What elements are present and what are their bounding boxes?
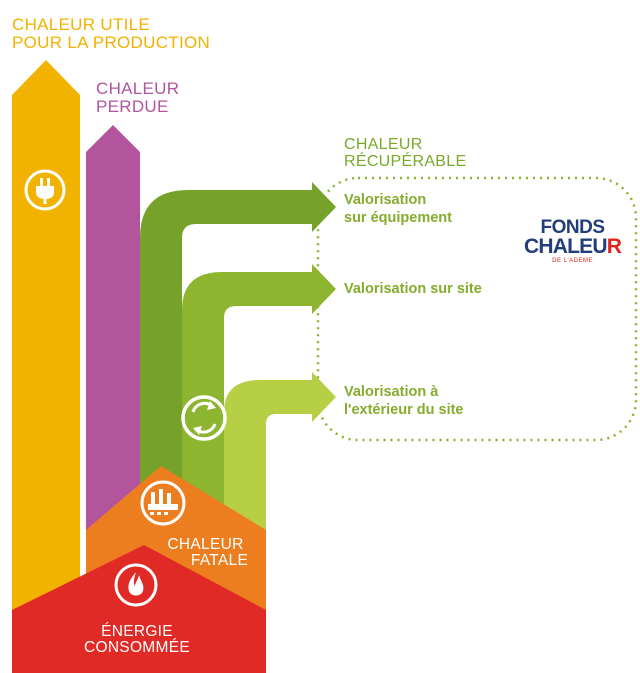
label-chaleur-utile-line2: POUR LA PRODUCTION	[12, 32, 211, 52]
logo-line2: CHALEUR	[524, 235, 622, 259]
recuperable-dashed-box	[316, 176, 638, 442]
label-energie-consommee-line1: ÉNERGIE	[101, 623, 173, 640]
label-valorisation-exterieur-line2: l'extérieur du site	[344, 402, 464, 419]
label-valorisation-equipement: Valorisation sur équipement	[344, 191, 452, 227]
plug-icon	[24, 169, 66, 211]
label-chaleur-perdue-line2: PERDUE	[96, 96, 169, 116]
logo-line1: FONDS	[540, 217, 606, 238]
logo-subtitle: DE L'ADEME	[552, 257, 593, 264]
fonds-chaleur-logo: FONDS CHALEUR DE L'ADEME	[524, 217, 622, 265]
label-chaleur-recuperable-line1: CHALEUR	[344, 136, 423, 153]
energie-consommee-shape	[12, 545, 266, 673]
arrow-chaleur-perdue	[86, 125, 140, 600]
label-chaleur-utile: CHALEUR UTILE POUR LA PRODUCTION	[12, 16, 210, 52]
label-valorisation-site: Valorisation sur site	[344, 281, 482, 297]
label-chaleur-fatale: CHALEUR FATALE	[148, 536, 263, 570]
label-valorisation-exterieur-line1: Valorisation à	[344, 384, 439, 400]
label-chaleur-perdue-line1: CHALEUR	[96, 79, 180, 98]
arrow-chaleur-utile	[12, 60, 80, 673]
label-energie-consommee: ÉNERGIE CONSOMMÉE	[62, 623, 212, 657]
factory-icon	[140, 480, 186, 526]
logo-line2-red: R	[606, 235, 622, 259]
recycle-icon	[181, 395, 227, 441]
label-chaleur-utile-line1: CHALEUR UTILE	[12, 15, 151, 34]
label-chaleur-perdue: CHALEUR PERDUE	[96, 80, 179, 116]
label-chaleur-recuperable-line2: RÉCUPÉRABLE	[344, 152, 467, 170]
label-valorisation-equipement-line1: Valorisation	[344, 192, 427, 208]
logo-line2-blue: CHALEU	[524, 235, 608, 259]
label-valorisation-equipement-line2: sur équipement	[344, 210, 452, 227]
label-chaleur-fatale-line2: FATALE	[190, 552, 249, 570]
label-chaleur-fatale-line1: CHALEUR	[167, 536, 244, 553]
label-energie-consommee-line2: CONSOMMÉE	[83, 639, 191, 657]
label-chaleur-recuperable: CHALEUR RÉCUPÉRABLE	[344, 136, 467, 171]
flame-icon	[114, 563, 158, 607]
label-valorisation-exterieur: Valorisation à l'extérieur du site	[344, 383, 464, 419]
